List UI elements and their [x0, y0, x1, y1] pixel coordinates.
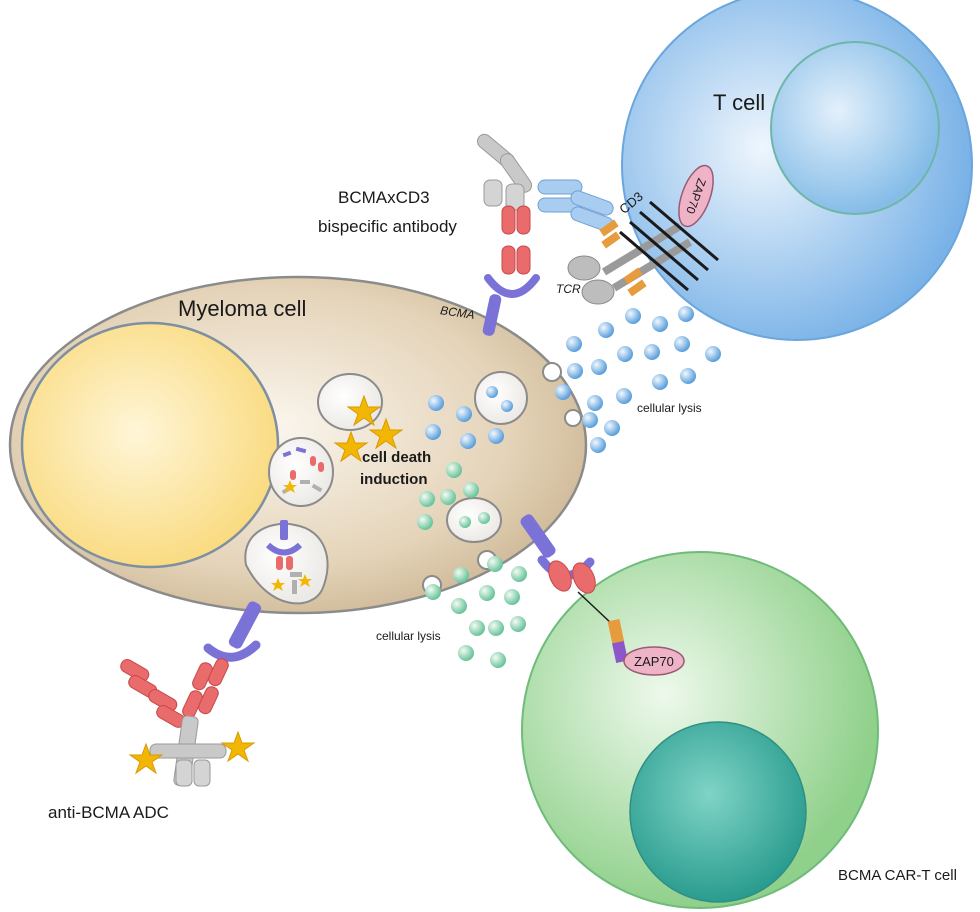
- lysis-granule: [644, 344, 660, 360]
- cell-death-label-line2: induction: [360, 471, 428, 488]
- lysis-granule: [479, 585, 495, 601]
- lysis-granule: [453, 567, 469, 583]
- t-cell-nucleus: [770, 41, 940, 215]
- lysis-granule: [652, 316, 668, 332]
- lysis-granule: [451, 598, 467, 614]
- zap70-car: ZAP70: [623, 646, 685, 676]
- cellular-lysis-label-bottom: cellular lysis: [376, 629, 441, 643]
- bcma-receptor-bottom: [203, 601, 262, 662]
- myeloma-nucleus: [20, 321, 280, 569]
- payload-stars: [333, 394, 404, 463]
- car-t-label: BCMA CAR-T cell: [838, 867, 957, 884]
- myeloma-cell-label: Myeloma cell: [178, 296, 306, 321]
- cellular-lysis-label-top: cellular lysis: [637, 401, 702, 415]
- lysis-granule: [566, 336, 582, 352]
- lysis-granule: [446, 462, 462, 478]
- vesicle: [446, 497, 502, 543]
- internalized-adc: [265, 520, 312, 594]
- lysis-granule: [419, 491, 435, 507]
- vesicle-content-dot: [501, 400, 513, 412]
- vesicle-content-dot: [486, 386, 498, 398]
- membrane-pore: [542, 362, 562, 382]
- vesicle-content-dot: [459, 516, 471, 528]
- anti-bcma-adc: [120, 658, 256, 787]
- lysis-granule: [652, 374, 668, 390]
- lysis-granule: [440, 489, 456, 505]
- bispecific-antibody: [477, 133, 614, 275]
- lysis-granule: [511, 566, 527, 582]
- lysis-granule: [463, 482, 479, 498]
- payload-star: [220, 730, 256, 763]
- vesicle: [474, 371, 528, 425]
- lysis-granule: [487, 556, 503, 572]
- tcr-label: TCR: [556, 282, 581, 296]
- bcma-label: BCMA: [439, 303, 475, 322]
- adc-label: anti-BCMA ADC: [48, 803, 169, 822]
- payload-star: [333, 430, 369, 463]
- lysis-granule: [490, 652, 506, 668]
- lysis-granule: [678, 306, 694, 322]
- lysis-granule: [488, 620, 504, 636]
- lysis-granule: [458, 645, 474, 661]
- payload-star: [346, 394, 382, 427]
- lysis-granules-blue: [425, 306, 721, 453]
- myeloma-cell: Myeloma cell: [8, 275, 588, 615]
- lysis-granule: [425, 424, 441, 440]
- bispecific-label-line2: bispecific antibody: [318, 217, 457, 236]
- lysis-granule: [616, 388, 632, 404]
- lysis-granule: [488, 428, 504, 444]
- lysis-granule: [582, 412, 598, 428]
- car-t-cell: BCMA CAR-T cell: [521, 551, 957, 909]
- lysis-granule: [591, 359, 607, 375]
- payload-star: [128, 742, 164, 775]
- lysis-granule: [469, 620, 485, 636]
- tcr-cd3-complex: [567, 200, 719, 305]
- lysis-granule: [587, 395, 603, 411]
- membrane-pore: [564, 409, 582, 427]
- zap70-top: ZAP70: [678, 164, 714, 228]
- lysis-granule: [625, 308, 641, 324]
- lysis-granule: [510, 616, 526, 632]
- degraded-antibody-debris: [281, 446, 324, 495]
- lysis-granules-green: [417, 462, 527, 668]
- lysis-granule: [417, 514, 433, 530]
- vesicle-content-dot: [478, 512, 490, 524]
- lysis-granule: [598, 322, 614, 338]
- t-cell: T cell: [621, 0, 973, 341]
- bispecific-label-line1: BCMAxCD3: [338, 188, 430, 207]
- lysis-granule: [617, 346, 633, 362]
- lysis-granule: [456, 406, 472, 422]
- lysis-granule: [460, 433, 476, 449]
- lysis-granule: [674, 336, 690, 352]
- lysis-granule: [680, 368, 696, 384]
- lysis-granule: [590, 437, 606, 453]
- lysis-granule: [504, 589, 520, 605]
- lysis-granule: [705, 346, 721, 362]
- car-t-nucleus: [629, 721, 807, 903]
- t-cell-label: T cell: [713, 90, 765, 115]
- lysis-granule: [425, 584, 441, 600]
- payload-star: [368, 417, 404, 450]
- lysis-granule: [567, 363, 583, 379]
- lysis-granule: [604, 420, 620, 436]
- lysis-granule: [555, 384, 571, 400]
- bcma-receptor-top: [482, 274, 540, 336]
- car-receptor: [520, 514, 628, 664]
- cell-death-label-line1: cell death: [362, 449, 431, 466]
- zap70-car-label: ZAP70: [634, 654, 674, 669]
- lysis-granule: [428, 395, 444, 411]
